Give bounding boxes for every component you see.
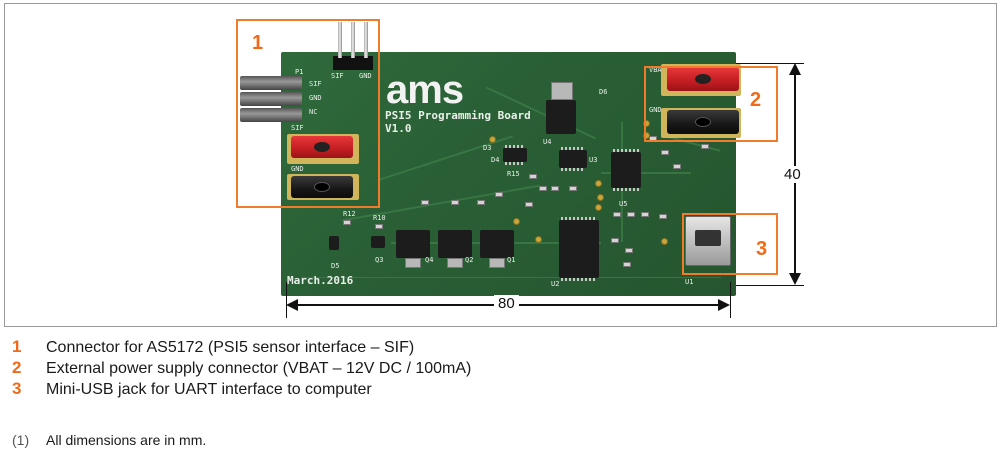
d5-label: D5 (331, 262, 340, 270)
q4-label: Q4 (425, 256, 434, 264)
legend-text: Connector for AS5172 (PSI5 sensor interf… (46, 339, 415, 356)
sif-pin-label: SIF (309, 80, 322, 88)
sif-banana-socket (291, 136, 353, 158)
legend-item: 1 Connector for AS5172 (PSI5 sensor inte… (12, 337, 471, 358)
legend-text: Mini-USB jack for UART interface to comp… (46, 381, 372, 398)
vbat-label: VBAT (649, 66, 666, 74)
legend-number: 3 (12, 379, 22, 398)
footnote-number: (1) (12, 432, 30, 448)
legend-list: 1 Connector for AS5172 (PSI5 sensor inte… (12, 337, 471, 400)
nc-pin-label: NC (309, 108, 318, 116)
d4-label: D4 (491, 156, 500, 164)
legend-item: 3 Mini-USB jack for UART interface to co… (12, 379, 471, 400)
d6-label: D6 (599, 88, 608, 96)
board-title: PSI5 Programming Board (385, 109, 531, 122)
gnd-power-banana-socket (667, 110, 739, 134)
footnote-text: All dimensions are in mm. (46, 432, 207, 448)
gnd-pin-label: GND (309, 94, 322, 102)
gnd-power-label: GND (649, 106, 662, 114)
callout-box-1 (236, 19, 380, 208)
legend-number: 1 (12, 337, 22, 356)
u2-label: U2 (551, 280, 560, 288)
sif-header-label: SIF (331, 72, 344, 80)
p1-label: P1 (295, 68, 304, 76)
u5-label: U5 (619, 200, 628, 208)
footnote: (1) All dimensions are in mm. (12, 432, 206, 448)
callout-box-2 (644, 66, 778, 142)
callout-number-3: 3 (756, 238, 768, 260)
dimension-width-label: 80 (494, 295, 519, 312)
callout-number-2: 2 (750, 89, 762, 111)
q2-label: Q2 (465, 256, 474, 264)
d3-label: D3 (483, 144, 492, 152)
callout-number-1: 1 (252, 32, 264, 54)
callout-box-3 (682, 213, 778, 275)
dimension-height-label: 40 (780, 166, 805, 183)
legend-number: 2 (12, 358, 22, 377)
sif-socket-label: SIF (291, 124, 304, 132)
q1-label: Q1 (507, 256, 516, 264)
u4-label: U4 (543, 138, 552, 146)
vbat-banana-socket (667, 67, 739, 91)
r12-label: R12 (343, 210, 356, 218)
ams-logo: ams (386, 68, 464, 112)
u1-label: U1 (685, 278, 694, 286)
r15-label: R15 (507, 170, 520, 178)
gnd-socket-label: GND (291, 165, 304, 173)
gnd-banana-socket (291, 176, 353, 198)
legend-item: 2 External power supply connector (VBAT … (12, 358, 471, 379)
board-date: March.2016 (287, 274, 354, 287)
r10-label: R10 (373, 214, 386, 222)
u3-label: U3 (589, 156, 598, 164)
pcb-board-image: SIF GND P1 SIF GND NC SIF GND PSI5 Progr… (281, 22, 741, 296)
gnd-header-label: GND (359, 72, 372, 80)
board-version: V1.0 (385, 122, 412, 135)
q3-label: Q3 (375, 256, 384, 264)
legend-text: External power supply connector (VBAT – … (46, 360, 472, 377)
